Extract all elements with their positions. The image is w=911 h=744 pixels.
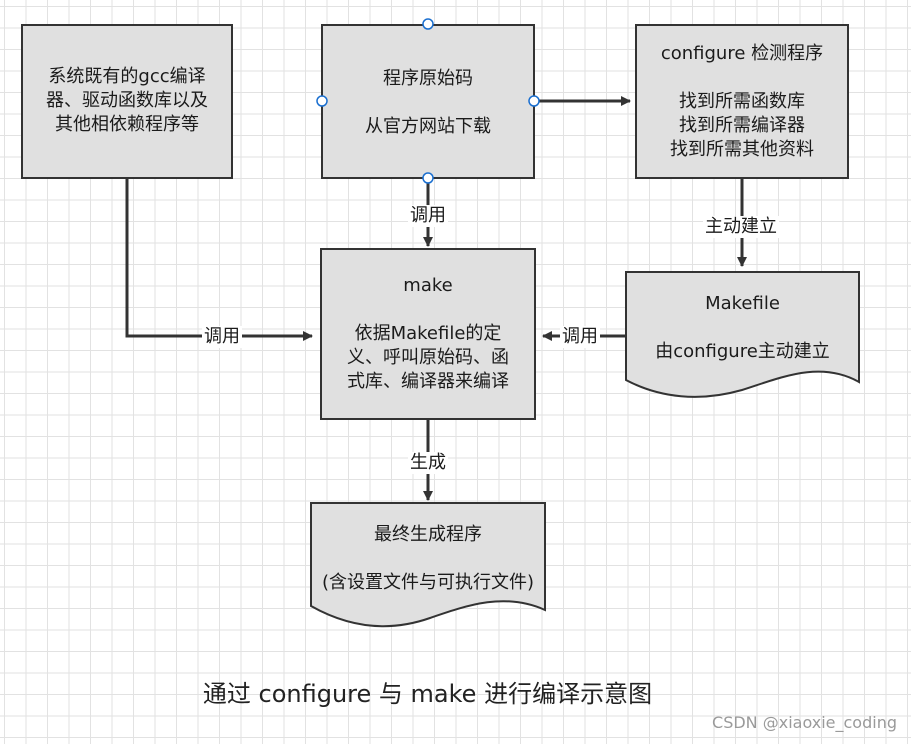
node-final-document[interactable]	[310, 502, 546, 628]
handle-top[interactable]	[422, 18, 434, 30]
figure-caption: 通过 configure 与 make 进行编译示意图	[202, 680, 653, 708]
edge-label-source-call: 调用	[408, 205, 448, 227]
edge-label-make-generates: 生成	[408, 452, 448, 474]
edge-system-to-make	[125, 178, 313, 341]
node-system-box[interactable]	[21, 24, 233, 179]
node-makefile-document[interactable]	[625, 271, 860, 398]
handle-right[interactable]	[528, 95, 540, 107]
watermark: CSDN @xiaoxie_coding	[712, 713, 897, 732]
selection-handles[interactable]	[316, 18, 540, 184]
node-source-box[interactable]	[321, 24, 535, 179]
edge-label-system-call: 调用	[202, 326, 242, 348]
node-make-box[interactable]	[320, 248, 536, 420]
edge-label-configure-creates: 主动建立	[703, 216, 779, 238]
node-configure-box[interactable]	[635, 24, 849, 179]
edge-label-makefile-call: 调用	[560, 326, 600, 348]
handle-left[interactable]	[316, 95, 328, 107]
handle-bottom[interactable]	[422, 172, 434, 184]
